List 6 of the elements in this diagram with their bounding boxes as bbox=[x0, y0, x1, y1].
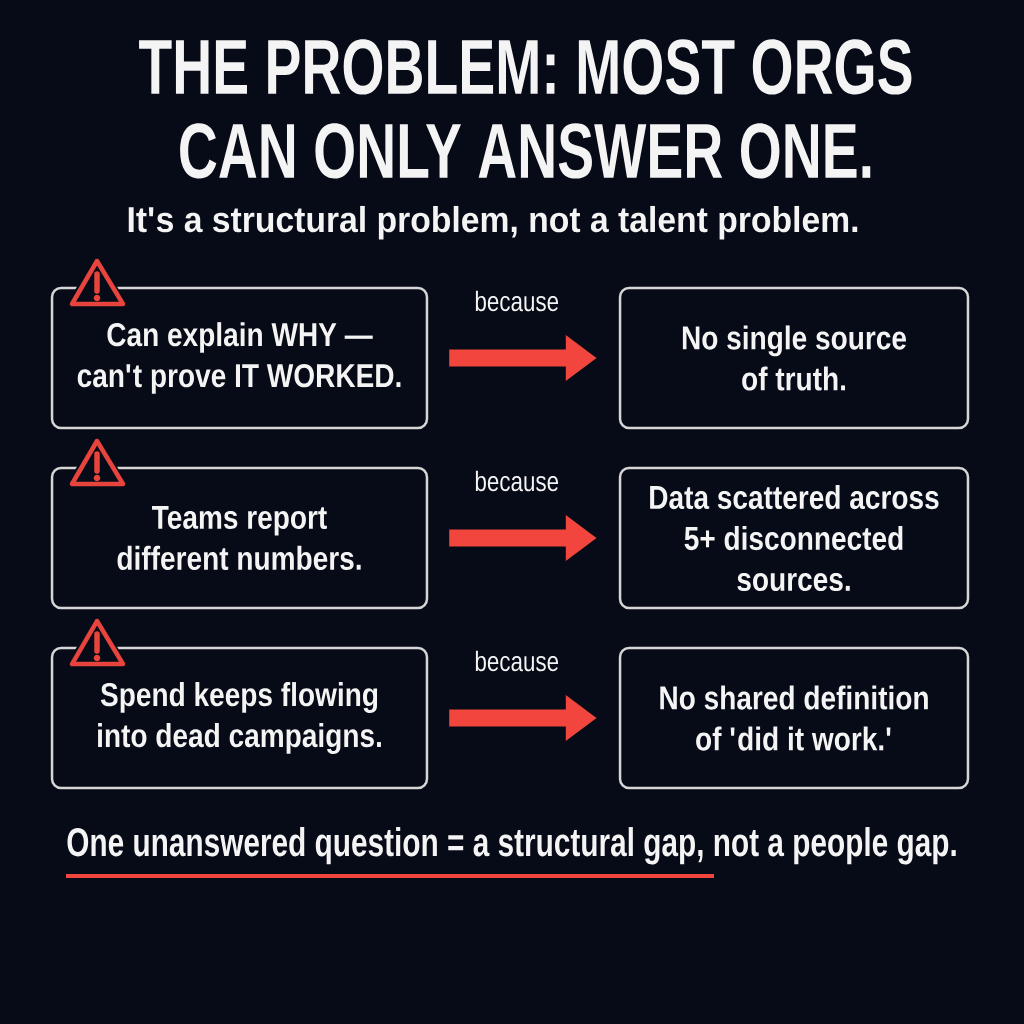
edge-label: because bbox=[475, 470, 559, 492]
edge-label: because bbox=[475, 650, 559, 672]
summary-text: One unanswered question = a structural gap, not a people gap. bbox=[67, 827, 956, 865]
subtitle: It's a structural problem, not a talent problem. bbox=[128, 205, 858, 240]
edge-label: because bbox=[475, 290, 559, 312]
title: THE PROBLEM: MOST ORGS CAN ONLY ANSWER ONE. bbox=[139, 39, 912, 179]
